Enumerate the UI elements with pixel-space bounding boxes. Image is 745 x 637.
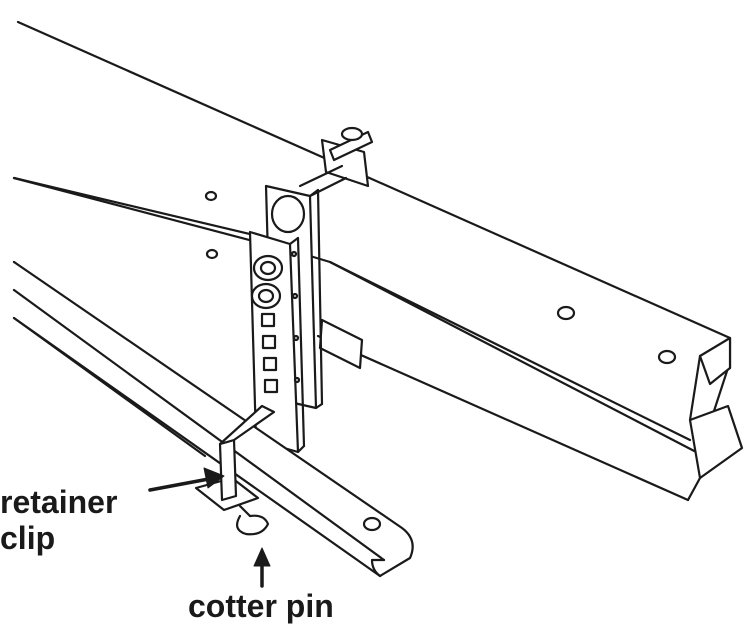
cotter-pin-label: cotter pin — [188, 588, 334, 624]
square-hole-2 — [261, 334, 277, 350]
front-adjustable-plate — [248, 230, 306, 454]
beam-hole-2 — [657, 349, 677, 365]
frame-channel-beam — [12, 20, 744, 502]
retainer-clip-label-line2: clip — [0, 520, 56, 556]
retainer-clip-arrow — [148, 476, 216, 492]
retainer-clip-label-line1: retainer — [0, 484, 118, 520]
square-hole-1 — [260, 312, 276, 328]
top-bolt-assembly — [298, 126, 374, 370]
beam-hole-1 — [556, 305, 576, 321]
square-hole-4 — [263, 378, 279, 394]
beam-hole-4 — [205, 248, 219, 260]
plate-large-hole — [270, 194, 306, 234]
callout-arrows — [148, 467, 271, 588]
cotter-pin — [235, 504, 270, 536]
square-hole-3 — [262, 356, 278, 372]
retainer-clip-label: retainer clip — [0, 484, 117, 556]
retainer-clip — [194, 404, 276, 512]
hitch-drawbar — [12, 260, 414, 578]
drawbar-pin-hole — [362, 516, 382, 532]
beam-hole-3 — [204, 190, 218, 202]
